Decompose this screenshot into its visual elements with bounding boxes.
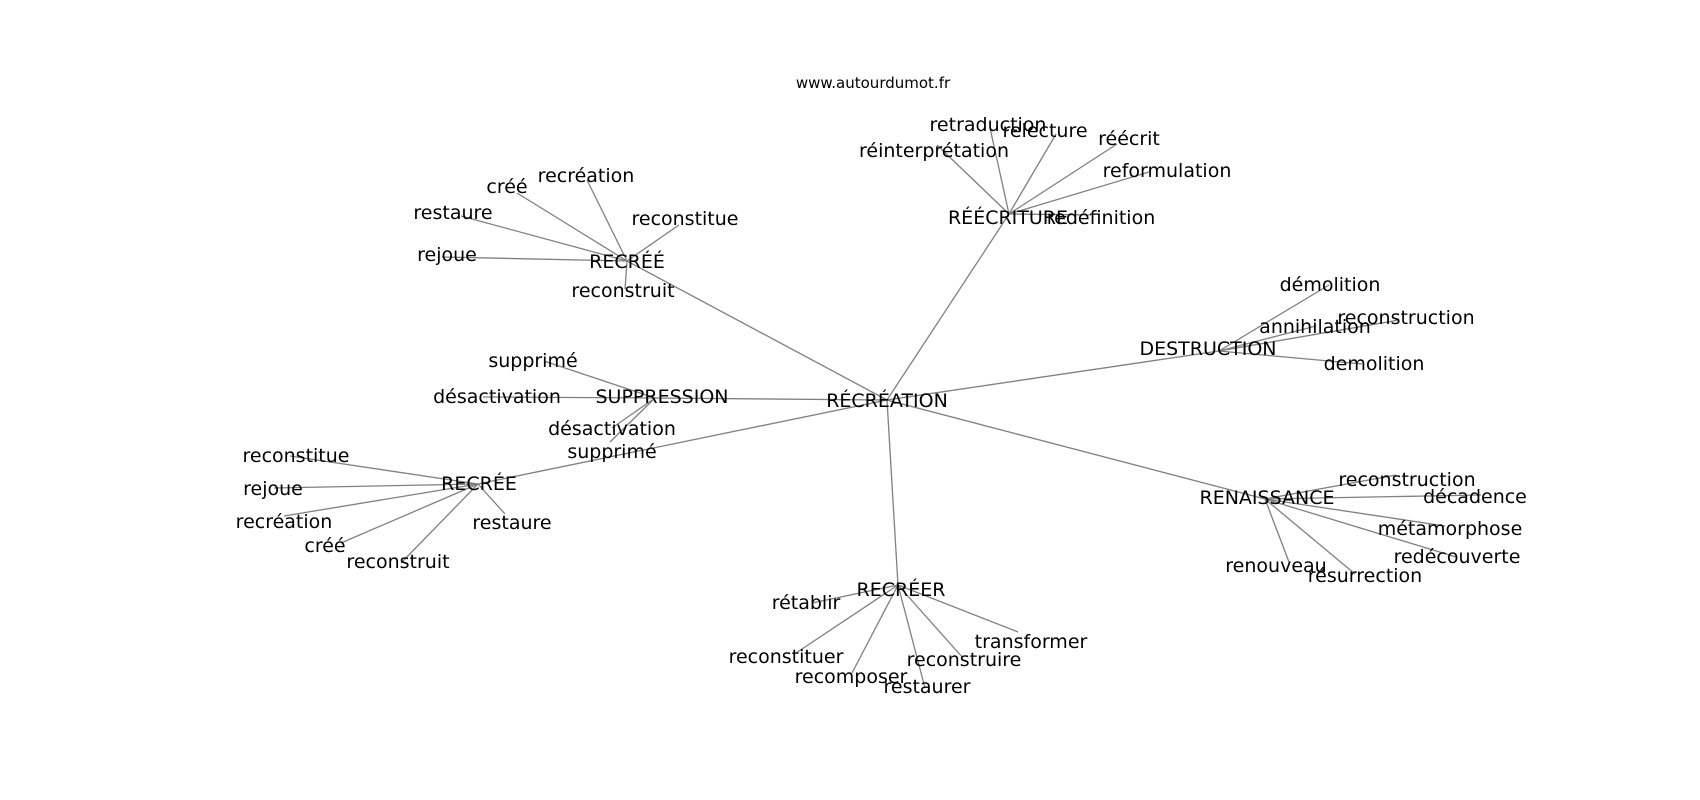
edge-recree-5 bbox=[477, 483, 506, 515]
leaf-node: résurrection bbox=[1308, 565, 1422, 587]
leaf-node: redécouverte bbox=[1394, 546, 1521, 568]
leaf-node: reconstruction bbox=[1338, 469, 1475, 491]
edge-recree_acute-1 bbox=[586, 179, 628, 262]
leaf-node: demolition bbox=[1324, 353, 1425, 375]
edge-reecriture-3 bbox=[1008, 143, 1118, 215]
graph-edges bbox=[273, 127, 1482, 689]
edge-reecriture-2 bbox=[936, 144, 1010, 215]
hub-node-recree: RECRÉE bbox=[441, 472, 517, 495]
leaf-node: démolition bbox=[1280, 274, 1381, 296]
edge-suppression-3 bbox=[609, 397, 656, 443]
edge-destruction-1 bbox=[1218, 325, 1317, 352]
edge-renaissance-3 bbox=[1264, 498, 1457, 558]
leaf-node: rejoue bbox=[243, 478, 303, 500]
edge-recree_acute-0 bbox=[516, 192, 628, 262]
edge-renaissance-2 bbox=[1264, 498, 1446, 527]
leaf-node: supprimé bbox=[567, 441, 656, 463]
leaf-node: réécrit bbox=[1098, 128, 1160, 150]
leaf-node: supprimé bbox=[488, 350, 577, 372]
leaf-node: restaure bbox=[472, 512, 551, 534]
hub-node-destruction: DESTRUCTION bbox=[1139, 338, 1276, 360]
leaf-node: renouveau bbox=[1225, 555, 1326, 577]
edge-root-destruction bbox=[886, 350, 1220, 401]
edge-root-reecriture bbox=[886, 213, 1010, 401]
hub-node-recreer: RECRÉER bbox=[857, 578, 946, 601]
leaf-node: reformulation bbox=[1103, 160, 1232, 182]
edge-recreer-0 bbox=[811, 584, 899, 604]
leaf-node: reconstitue bbox=[242, 445, 349, 467]
edge-renaissance-0 bbox=[1264, 474, 1397, 500]
edge-reecriture-0 bbox=[989, 127, 1010, 215]
edge-recreer-3 bbox=[897, 584, 964, 659]
leaf-node: reconstruit bbox=[571, 280, 674, 302]
edge-root-recreer bbox=[886, 399, 899, 586]
leaf-node: relecture bbox=[1002, 120, 1087, 142]
hub-node-recree_acute: RECRÉÉ bbox=[589, 250, 665, 273]
edge-recree_acute-3 bbox=[626, 224, 680, 262]
leaf-node: retraduction bbox=[930, 114, 1047, 136]
edge-recree-4 bbox=[400, 483, 479, 564]
leaf-node: restaure bbox=[413, 202, 492, 224]
edge-recreer-2 bbox=[795, 584, 899, 654]
leaf-node: redéfinition bbox=[1047, 207, 1156, 229]
edge-reecriture-1 bbox=[1008, 133, 1057, 215]
leaf-node: rétablir bbox=[772, 592, 841, 614]
edge-recree_acute-2 bbox=[460, 215, 628, 262]
edge-reecriture-4 bbox=[1008, 171, 1150, 215]
leaf-node: réinterprétation bbox=[859, 140, 1009, 162]
leaf-node: rejoue bbox=[417, 244, 477, 266]
edge-destruction-2 bbox=[1218, 319, 1400, 352]
leaf-node: désactivation bbox=[548, 418, 676, 440]
leaf-node: transformer bbox=[975, 631, 1088, 653]
leaf-node: reconstruit bbox=[346, 551, 449, 573]
leaf-node: annihilation bbox=[1259, 316, 1371, 338]
leaf-node: désactivation bbox=[433, 386, 561, 408]
edge-reecriture-5 bbox=[1008, 213, 1092, 216]
edge-suppression-0 bbox=[543, 360, 656, 399]
edge-recree_acute-4 bbox=[441, 256, 628, 262]
edge-root-renaissance bbox=[886, 399, 1266, 500]
edge-recree-1 bbox=[273, 483, 479, 489]
leaf-node: recréation bbox=[538, 165, 635, 187]
hub-node-renaissance: RENAISSANCE bbox=[1200, 487, 1335, 509]
leaf-node: recréation bbox=[236, 511, 333, 533]
leaf-node: reconstruire bbox=[907, 649, 1022, 671]
hub-node-suppression: SUPPRESSION bbox=[596, 386, 729, 408]
leaf-node: reconstituer bbox=[729, 646, 844, 668]
edge-renaissance-5 bbox=[1264, 498, 1356, 575]
leaf-node: décadence bbox=[1423, 486, 1527, 508]
edge-destruction-3 bbox=[1218, 350, 1363, 365]
leaf-node: restaurer bbox=[883, 676, 970, 698]
edge-recree_acute-5 bbox=[624, 260, 628, 290]
edge-root-recree bbox=[477, 399, 888, 485]
edge-recreer-1 bbox=[897, 584, 1019, 633]
edge-suppression-2 bbox=[611, 397, 656, 429]
leaf-node: métamorphose bbox=[1378, 518, 1523, 540]
edge-recree-3 bbox=[340, 483, 479, 544]
edge-recree-0 bbox=[289, 455, 479, 485]
leaf-node: créé bbox=[486, 176, 527, 198]
edge-recreer-4 bbox=[851, 584, 899, 674]
edge-recree-2 bbox=[283, 483, 479, 517]
edge-renaissance-1 bbox=[1264, 494, 1482, 500]
leaf-node: reconstitue bbox=[631, 208, 738, 230]
edge-root-recree_acute bbox=[626, 260, 888, 401]
edge-root-suppression bbox=[654, 397, 888, 401]
leaf-node: reconstruction bbox=[1337, 307, 1474, 329]
edge-suppression-1 bbox=[482, 396, 656, 399]
leaf-node: recomposer bbox=[795, 666, 908, 688]
root-node: RÉCRÉATION bbox=[826, 389, 948, 412]
leaf-node: créé bbox=[304, 535, 345, 557]
hub-node-reecriture: RÉÉCRITURE bbox=[948, 206, 1068, 229]
site-label: www.autourdumot.fr bbox=[796, 74, 951, 92]
edge-recreer-5 bbox=[897, 584, 926, 689]
edge-renaissance-4 bbox=[1264, 498, 1290, 563]
edge-destruction-0 bbox=[1218, 284, 1330, 352]
